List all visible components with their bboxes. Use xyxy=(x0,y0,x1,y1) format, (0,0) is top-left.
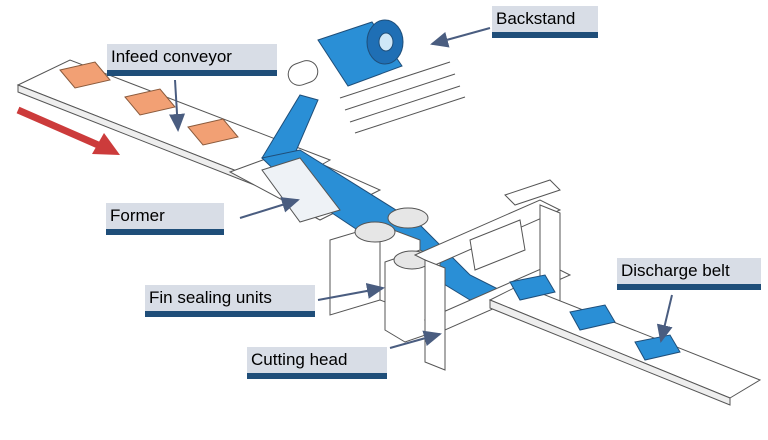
label-infeed-conveyor: Infeed conveyor xyxy=(107,44,277,76)
infeed-products xyxy=(59,61,239,146)
direction-arrow xyxy=(16,106,120,155)
pointer-arrows xyxy=(169,27,673,349)
label-former: Former xyxy=(106,203,224,235)
discharge-belt xyxy=(488,284,762,406)
label-cutting-head: Cutting head xyxy=(247,347,387,379)
backstand xyxy=(287,19,466,134)
label-discharge-belt: Discharge belt xyxy=(617,258,761,290)
cutting-head xyxy=(413,179,572,371)
label-fin-sealing-units: Fin sealing units xyxy=(145,285,315,317)
label-backstand: Backstand xyxy=(492,6,598,38)
